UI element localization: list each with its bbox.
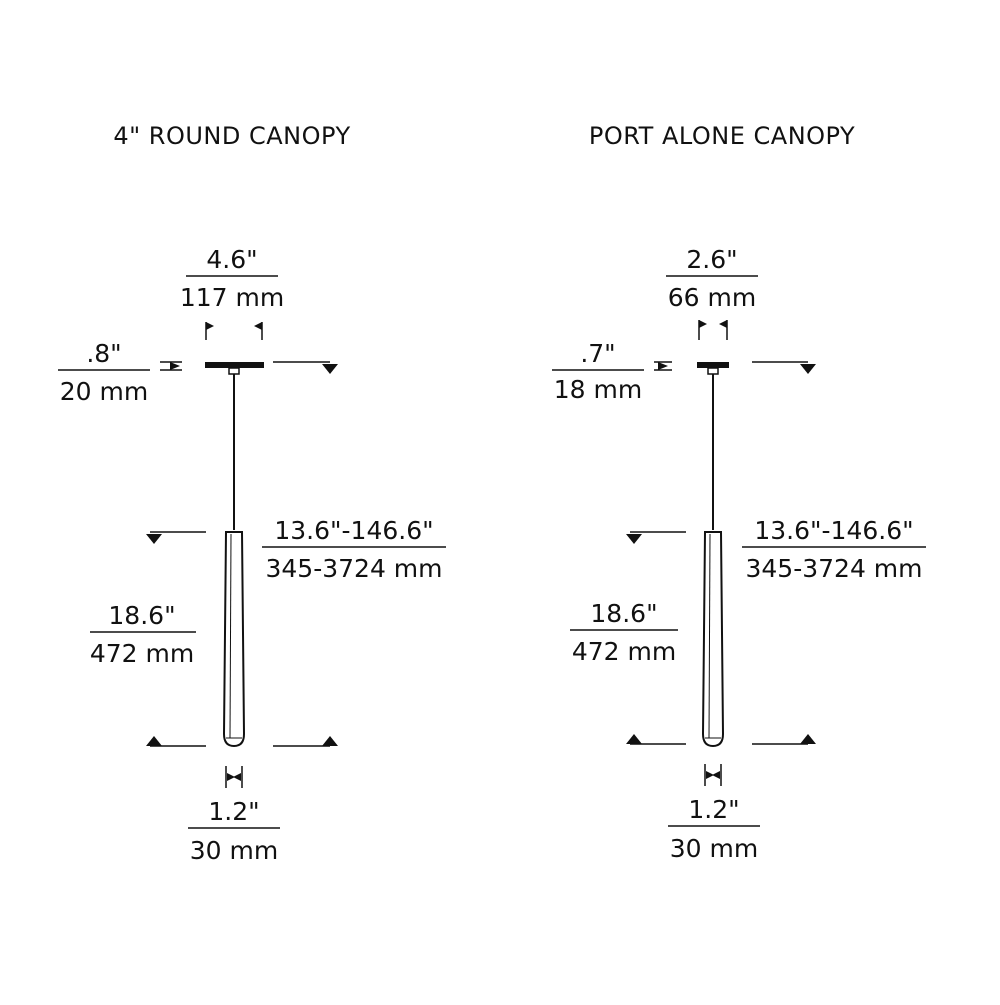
left-title: 4" ROUND CANOPY	[113, 122, 350, 150]
right-pendant-length-imperial: 18.6"	[590, 599, 657, 628]
left-canopy-width-metric: 117 mm	[180, 283, 284, 312]
left-cable-length-metric: 345-3724 mm	[265, 554, 442, 583]
left-canopy	[205, 362, 264, 368]
left-pendant-body	[222, 531, 246, 748]
right-canopy-width-metric: 66 mm	[668, 283, 756, 312]
left-diameter-imperial: 1.2"	[208, 797, 259, 826]
left-bottom-arrow-left-icon	[146, 736, 162, 746]
right-bottom-arrow-right-icon	[800, 734, 816, 744]
right-diameter-metric: 30 mm	[670, 834, 758, 863]
right-bottom-arrow-left-icon	[626, 734, 642, 744]
left-canopy-fitting	[228, 367, 240, 375]
right-title: PORT ALONE CANOPY	[589, 122, 855, 150]
right-canopy	[697, 362, 729, 368]
right-pendant-body	[701, 531, 725, 748]
left-canopy-height-metric: 20 mm	[60, 377, 148, 406]
right-drawing: PORT ALONE CANOPY 2.6" 66 mm .7" 18 mm	[552, 122, 926, 863]
right-diameter-markers	[704, 764, 722, 786]
left-canopy-height-markers	[160, 361, 182, 371]
right-diameter-imperial: 1.2"	[688, 795, 739, 824]
left-diameter-metric: 30 mm	[190, 836, 278, 865]
right-canopy-fitting	[707, 367, 719, 375]
right-pendant-length-metric: 472 mm	[572, 637, 676, 666]
right-canopy-height-imperial: .7"	[580, 339, 615, 368]
left-top-arrow-icon	[322, 364, 338, 374]
left-pendant-top-arrow-icon	[146, 534, 162, 544]
left-diameter-markers	[225, 766, 243, 788]
left-canopy-height-imperial: .8"	[86, 339, 121, 368]
right-cable-length-metric: 345-3724 mm	[745, 554, 922, 583]
left-canopy-width-imperial: 4.6"	[206, 245, 257, 274]
right-cable-length-imperial: 13.6"-146.6"	[754, 516, 913, 545]
right-canopy-height-metric: 18 mm	[554, 375, 642, 404]
left-pendant-highlight	[229, 533, 232, 739]
right-pendant-top-arrow-icon	[626, 534, 642, 544]
left-bottom-arrow-right-icon	[322, 736, 338, 746]
right-top-arrow-icon	[800, 364, 816, 374]
left-pendant-length-imperial: 18.6"	[108, 601, 175, 630]
right-pendant-highlight	[708, 533, 711, 739]
right-canopy-height-markers	[654, 361, 672, 371]
left-drawing: 4" ROUND CANOPY 4.6" 117 mm .8" 20 mm	[58, 122, 446, 865]
right-canopy-width-imperial: 2.6"	[686, 245, 737, 274]
left-cable-length-imperial: 13.6"-146.6"	[274, 516, 433, 545]
left-pendant-length-metric: 472 mm	[90, 639, 194, 668]
left-canopy-width-markers	[205, 322, 263, 340]
right-canopy-width-markers	[698, 320, 728, 340]
